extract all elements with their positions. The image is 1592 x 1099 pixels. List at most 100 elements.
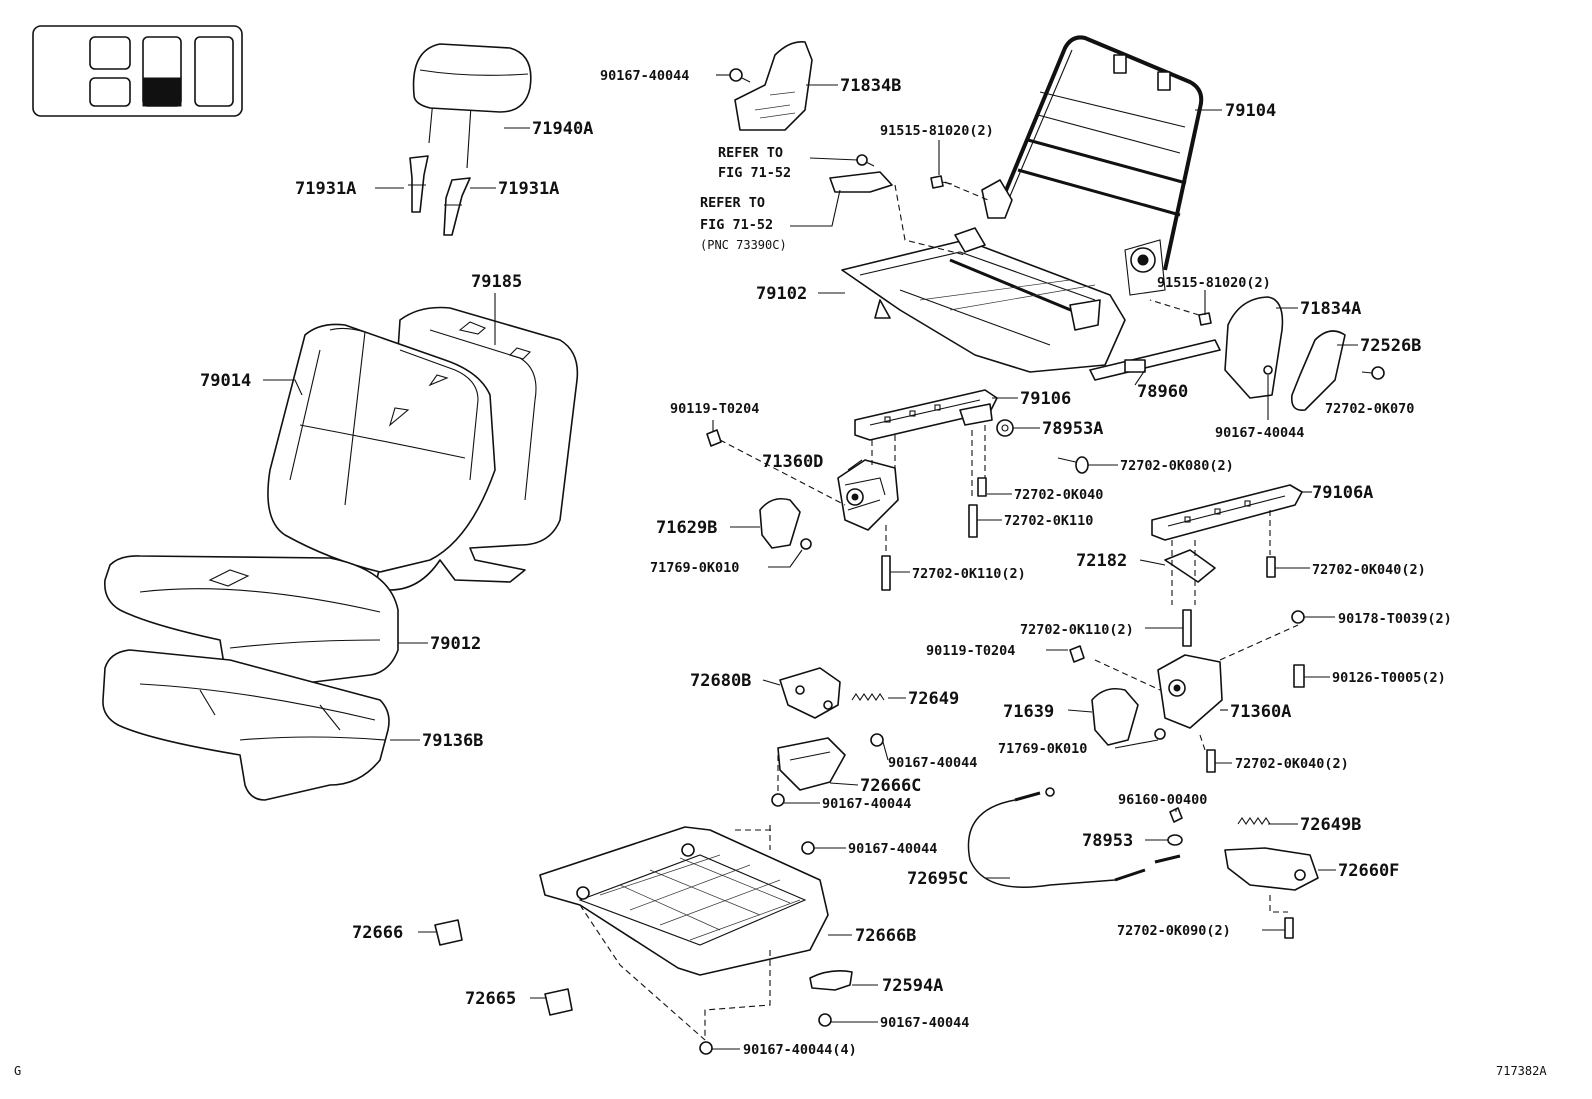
bolt-72702-0K110-a — [968, 504, 978, 538]
label-90167-40044-d: 90167-40044 — [822, 796, 911, 812]
label-72594A: 72594A — [882, 976, 943, 996]
refer-note-2-line3: (PNC 73390C) — [700, 238, 787, 252]
cap-72665 — [544, 988, 573, 1016]
bracket-72666C — [777, 737, 846, 791]
cushion-frame — [841, 227, 1126, 373]
bracket-72182 — [1164, 549, 1216, 583]
refer-note-1-line1: REFER TO — [718, 145, 783, 161]
cap-72666 — [434, 919, 463, 946]
label-72702-0K040-c: 72702-0K040(2) — [1235, 756, 1349, 772]
refer-note-1-line2: FIG 71-52 — [718, 165, 791, 181]
seat-cushion-cover — [103, 555, 399, 691]
label-79136B: 79136B — [422, 731, 483, 751]
bolt-90167-40044-d — [771, 793, 785, 807]
label-91515-81020-a: 91515-81020(2) — [880, 123, 994, 139]
label-90167-40044-b: 90167-40044 — [1215, 425, 1304, 441]
label-90119-T0204-a: 90119-T0204 — [670, 401, 759, 417]
label-78953A: 78953A — [1042, 419, 1103, 439]
label-72702-0K090: 72702-0K090(2) — [1117, 923, 1231, 939]
label-71769-0K010-a: 71769-0K010 — [650, 560, 739, 576]
corner-mark: G — [14, 1064, 21, 1078]
label-90167-40044-e: 90167-40044 — [848, 841, 937, 857]
seat-position-locator — [32, 25, 243, 117]
label-78953: 78953 — [1082, 831, 1133, 851]
label-91515-81020-b: 91515-81020(2) — [1157, 275, 1271, 291]
refer-part-bolt — [856, 154, 875, 167]
seat-cushion-pad — [102, 649, 390, 801]
bolt-72702-0K040-c — [1206, 749, 1216, 773]
lever-knob — [1290, 330, 1385, 412]
bolt-91515-upper — [930, 175, 953, 189]
pad-72594A — [809, 970, 853, 991]
label-71834A: 71834A — [1300, 299, 1361, 319]
spring-72649B — [1237, 817, 1271, 825]
label-71769-0K010-b: 71769-0K010 — [998, 741, 1087, 757]
label-90119-T0204-b: 90119-T0204 — [926, 643, 1015, 659]
label-79104: 79104 — [1225, 101, 1276, 121]
label-90167-40044-c: 90167-40044 — [888, 755, 977, 771]
bolt-72702-0K040-a — [977, 477, 987, 497]
bolt-90119-T0204-b — [1069, 645, 1085, 663]
label-72702-0K080: 72702-0K080(2) — [1120, 458, 1234, 474]
clip-71769-0K010-a — [800, 538, 812, 550]
lock-72660F — [1224, 847, 1319, 891]
part-labels: 71940A 71931A 71931A 79185 79014 79012 7… — [14, 68, 1547, 1078]
label-79014: 79014 — [200, 371, 251, 391]
cover-71629B — [759, 497, 801, 549]
label-79106: 79106 — [1020, 389, 1071, 409]
refer-note-2-line2: FIG 71-52 — [700, 217, 773, 233]
label-72666B: 72666B — [855, 926, 916, 946]
label-72702-0K110-a: 72702-0K110 — [1004, 513, 1093, 529]
label-72665: 72665 — [465, 989, 516, 1009]
label-71834B: 71834B — [840, 76, 901, 96]
label-72702-0K070: 72702-0K070 — [1325, 401, 1414, 417]
label-72702-0K110-c: 72702-0K110(2) — [1020, 622, 1134, 638]
seat-track-right — [1151, 484, 1303, 541]
label-72649B: 72649B — [1300, 815, 1361, 835]
nut-90178-T0039 — [1291, 610, 1305, 624]
label-71639: 71639 — [1003, 702, 1054, 722]
figure-code: 717382A — [1496, 1064, 1547, 1078]
bolt-72702-0K090 — [1284, 917, 1294, 939]
headrest — [412, 43, 532, 169]
label-90126-T0005: 90126-T0005(2) — [1332, 670, 1446, 686]
bolt-91515-lower — [1198, 312, 1212, 326]
bolt-90119-T0204-a — [706, 429, 722, 447]
seat-adjuster-right — [1157, 654, 1223, 729]
headrest-guide-left — [408, 155, 429, 213]
bolt-90167-40044-c — [870, 733, 884, 747]
leader-lines — [263, 74, 1358, 1050]
label-71360D: 71360D — [762, 452, 823, 472]
label-90167-40044-a: 90167-40044 — [600, 68, 689, 84]
label-79185: 79185 — [471, 272, 522, 292]
label-72695C: 72695C — [907, 869, 968, 889]
label-72182: 72182 — [1076, 551, 1127, 571]
spring-72649 — [851, 693, 885, 701]
bushing-78953A — [996, 419, 1014, 437]
label-72666: 72666 — [352, 923, 403, 943]
seatback-assembly — [267, 306, 579, 591]
seatback-frame — [981, 35, 1204, 296]
label-79106A: 79106A — [1312, 483, 1373, 503]
label-90167-40044-f: 90167-40044 — [880, 1015, 969, 1031]
bolt-72702-0K110-b — [881, 555, 891, 591]
seat-track-left — [854, 389, 998, 441]
label-72702-0K040-b: 72702-0K040(2) — [1312, 562, 1426, 578]
bushing-78953 — [1167, 834, 1183, 846]
label-72680B: 72680B — [690, 671, 751, 691]
label-72666C: 72666C — [860, 776, 921, 796]
label-71629B: 71629B — [656, 518, 717, 538]
bolt-72702-0K110-c — [1182, 609, 1192, 647]
label-78960: 78960 — [1137, 382, 1188, 402]
label-71931A-right: 71931A — [498, 179, 559, 199]
refer-note-2-line1: REFER TO — [700, 195, 765, 211]
release-cable — [967, 787, 1181, 888]
assembly-lines — [579, 181, 1299, 1041]
strap — [1089, 339, 1221, 381]
label-72660F: 72660F — [1338, 861, 1399, 881]
bolt-90167-40044-g — [699, 1041, 713, 1055]
label-79102: 79102 — [756, 284, 807, 304]
refer-part-latch — [829, 171, 893, 193]
cover-71639 — [1091, 687, 1139, 746]
pin-72702-0K080 — [1057, 456, 1089, 474]
